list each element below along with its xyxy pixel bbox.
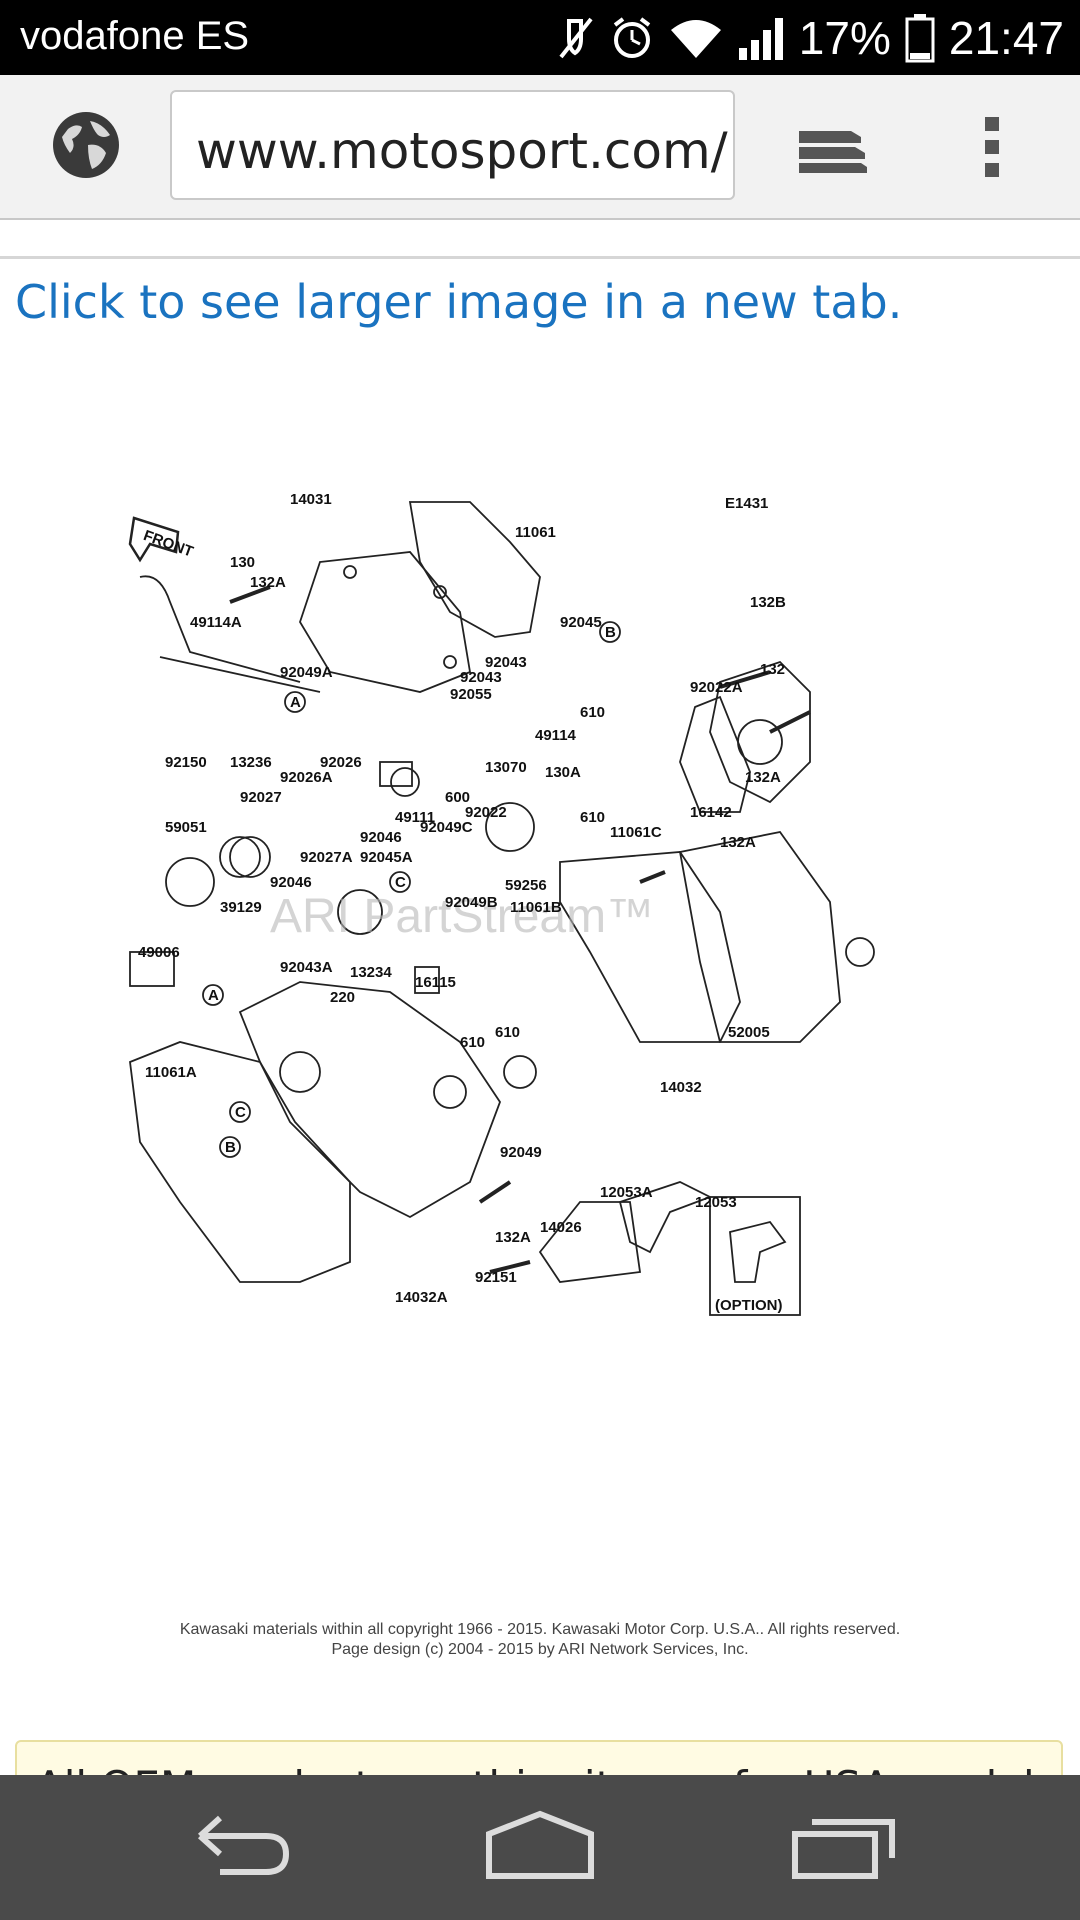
diagram-code: E1431 bbox=[725, 495, 768, 512]
url-text: www.motosport.com/ bbox=[196, 122, 728, 180]
part-label: 49006 bbox=[138, 944, 180, 961]
overflow-menu-icon[interactable] bbox=[982, 115, 1002, 179]
part-label: 92049 bbox=[500, 1144, 542, 1161]
part-label: 13236 bbox=[230, 754, 272, 771]
part-label: 16142 bbox=[690, 804, 732, 821]
larger-image-link[interactable]: Click to see larger image in a new tab. bbox=[15, 275, 903, 329]
callout-c-2: C bbox=[235, 1104, 246, 1121]
part-label: 610 bbox=[495, 1024, 520, 1041]
part-label: 92022A bbox=[690, 679, 743, 696]
callout-b: B bbox=[605, 624, 616, 641]
part-label: 92049A bbox=[280, 664, 333, 681]
part-label: 39129 bbox=[220, 899, 262, 916]
part-label: 49114A bbox=[190, 614, 242, 631]
part-label: 92151 bbox=[475, 1269, 517, 1286]
part-label: 610 bbox=[580, 704, 605, 721]
part-label: 92045A bbox=[360, 849, 413, 866]
part-label: 132A bbox=[720, 834, 756, 851]
part-label: 220 bbox=[330, 989, 355, 1006]
tabs-icon[interactable] bbox=[795, 123, 869, 173]
battery-percent: 17% bbox=[798, 12, 891, 64]
muted-icon bbox=[559, 17, 593, 59]
part-label: 92043 bbox=[460, 669, 502, 686]
parts-diagram[interactable]: ARI PartStream™ E1431 FRONT (OPTION) A A… bbox=[120, 482, 960, 1532]
callout-b-2: B bbox=[225, 1139, 236, 1156]
part-label: 12053A bbox=[600, 1184, 653, 1201]
part-label: 92027 bbox=[240, 789, 282, 806]
part-label: 132A bbox=[745, 769, 781, 786]
part-label: 132A bbox=[250, 574, 286, 591]
part-label: 14032 bbox=[660, 1079, 702, 1096]
part-label: 92049C bbox=[420, 819, 473, 836]
part-label: 16115 bbox=[415, 974, 456, 991]
part-label: 92045 bbox=[560, 614, 602, 631]
watermark: ARI PartStream™ bbox=[270, 890, 654, 943]
part-label: 12053 bbox=[695, 1194, 737, 1211]
part-label: 132B bbox=[750, 594, 786, 611]
part-label: 59051 bbox=[165, 819, 207, 836]
status-bar: vodafone ES 17% 21:47 bbox=[0, 0, 1080, 75]
option-label: (OPTION) bbox=[715, 1297, 783, 1314]
status-icons: 17% 21:47 bbox=[555, 8, 1064, 68]
part-label: 132A bbox=[495, 1229, 531, 1246]
part-label: 11061C bbox=[610, 824, 662, 841]
part-label: 14026 bbox=[540, 1219, 582, 1236]
part-label: 59256 bbox=[505, 877, 547, 894]
part-label: 130A bbox=[545, 764, 581, 781]
globe-icon[interactable] bbox=[50, 109, 122, 181]
copyright-text: Kawasaki materials within all copyright … bbox=[0, 1620, 1080, 1660]
wifi-icon bbox=[670, 20, 721, 58]
part-label: 92026 bbox=[320, 754, 362, 771]
clock: 21:47 bbox=[948, 12, 1064, 64]
part-label: 130 bbox=[230, 554, 255, 571]
browser-toolbar: www.motosport.com/ bbox=[0, 75, 1080, 220]
part-label: 92150 bbox=[165, 754, 207, 771]
callout-a-2: A bbox=[208, 987, 219, 1004]
url-bar[interactable]: www.motosport.com/ bbox=[170, 90, 735, 200]
carrier-name: vodafone ES bbox=[20, 14, 250, 58]
part-label: 92043A bbox=[280, 959, 333, 976]
part-label: 610 bbox=[460, 1034, 485, 1051]
part-label: 92055 bbox=[450, 686, 492, 703]
part-label: 14031 bbox=[290, 491, 332, 508]
part-label: 49114 bbox=[535, 727, 577, 744]
front-label: FRONT bbox=[141, 527, 195, 561]
part-label: 92046 bbox=[360, 829, 402, 846]
part-label: 49111 bbox=[395, 809, 435, 826]
callout-a: A bbox=[290, 694, 301, 711]
part-label: 132 bbox=[760, 661, 785, 678]
part-label: 13070 bbox=[485, 759, 527, 776]
copyright-line-2: Page design (c) 2004 - 2015 by ARI Netwo… bbox=[331, 1641, 749, 1658]
part-label: 92046 bbox=[270, 874, 312, 891]
part-label: 14032A bbox=[395, 1289, 448, 1306]
part-label: 92049B bbox=[445, 894, 498, 911]
part-label: 92043 bbox=[485, 654, 527, 671]
part-label: 92026A bbox=[280, 769, 333, 786]
navigation-bar bbox=[0, 1775, 1080, 1920]
recent-apps-icon[interactable] bbox=[792, 1810, 896, 1880]
page-divider bbox=[0, 256, 1080, 259]
part-label: 11061B bbox=[510, 899, 562, 916]
part-label: 11061A bbox=[145, 1064, 197, 1081]
home-icon[interactable] bbox=[485, 1810, 595, 1880]
part-label: 13234 bbox=[350, 964, 392, 981]
part-label: 600 bbox=[445, 789, 470, 806]
signal-icon bbox=[738, 18, 783, 60]
part-label: 52005 bbox=[728, 1024, 770, 1041]
callout-c: C bbox=[395, 874, 406, 891]
part-label: 610 bbox=[580, 809, 605, 826]
part-label: 11061 bbox=[515, 524, 556, 541]
alarm-icon bbox=[613, 17, 650, 58]
battery-icon bbox=[905, 14, 935, 63]
part-label: 92027A bbox=[300, 849, 353, 866]
part-label: 92022 bbox=[465, 804, 507, 821]
back-icon[interactable] bbox=[190, 1810, 294, 1880]
copyright-line-1: Kawasaki materials within all copyright … bbox=[179, 1621, 901, 1638]
